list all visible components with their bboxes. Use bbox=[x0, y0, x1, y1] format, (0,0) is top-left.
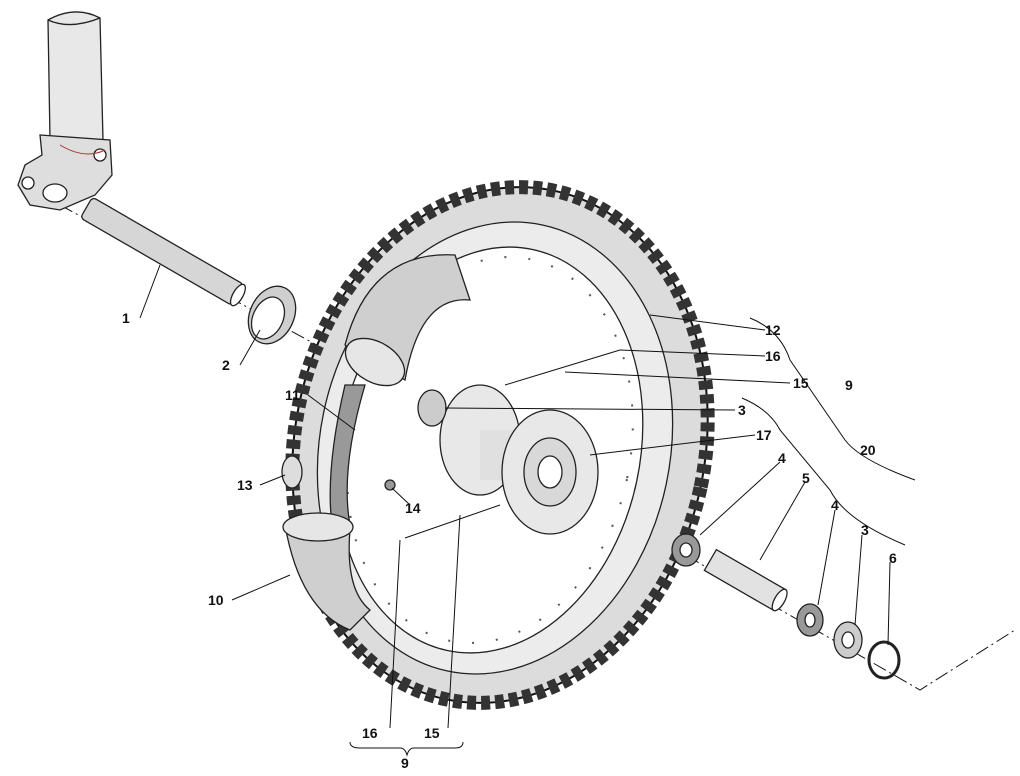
callout-16: 16 bbox=[765, 348, 781, 364]
callout-13: 13 bbox=[237, 477, 253, 493]
callout-4: 4 bbox=[778, 450, 786, 466]
axle-part-1 bbox=[81, 197, 246, 307]
callout-16b: 16 bbox=[362, 725, 378, 741]
inner-tube-part-10 bbox=[282, 254, 471, 631]
spokes-part-15 bbox=[404, 349, 621, 539]
callout-11: 11 bbox=[285, 387, 300, 403]
callout-15: 15 bbox=[793, 375, 809, 391]
callout-4b: 4 bbox=[831, 497, 839, 513]
callout-6: 6 bbox=[889, 550, 897, 566]
circlip-part-6 bbox=[867, 640, 901, 680]
leader-lines bbox=[139, 264, 916, 757]
spacer-tube-part-5 bbox=[703, 548, 788, 612]
callout-10: 10 bbox=[208, 592, 224, 608]
callout-12: 12 bbox=[765, 322, 781, 338]
callout-14: 14 bbox=[405, 500, 421, 516]
callout-15b: 15 bbox=[424, 725, 440, 741]
callout-1: 1 bbox=[122, 310, 130, 326]
valve-part-13 bbox=[281, 455, 303, 489]
nut-part-14 bbox=[384, 479, 396, 491]
callout-5: 5 bbox=[802, 470, 810, 486]
bearing-part-3 bbox=[417, 389, 447, 427]
callout-2: 2 bbox=[222, 357, 230, 373]
callout-9b: 9 bbox=[401, 755, 409, 771]
callout-9: 9 bbox=[845, 377, 853, 393]
callout-labels: 1 2 11 13 14 10 12 16 15 9 3 17 20 4 5 4… bbox=[122, 310, 897, 771]
callout-20: 20 bbox=[860, 442, 876, 458]
callout-17: 17 bbox=[756, 427, 772, 443]
callout-3b: 3 bbox=[861, 522, 869, 538]
callout-3: 3 bbox=[738, 402, 746, 418]
fork-leg bbox=[17, 11, 113, 211]
dust-seal-part-2 bbox=[247, 285, 297, 345]
hub-part-17 bbox=[417, 384, 599, 535]
